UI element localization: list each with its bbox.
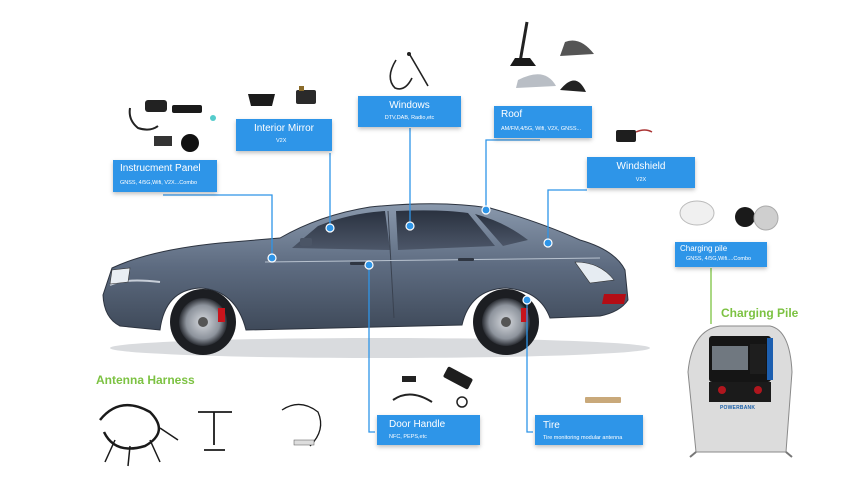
- connector-windshield: [547, 189, 587, 243]
- dot-door-handle: [364, 260, 374, 270]
- callout-windows: Windows DTV,DAB, Radio,etc: [358, 96, 461, 127]
- callout-title: Charging pile: [680, 244, 728, 253]
- connector-instrument-panel: [163, 194, 273, 258]
- callout-subtitle: GNSS, 4/5G,Wifi....Combo: [686, 256, 752, 262]
- callout-charging-pile: Charging pile GNSS, 4/5G,Wifi....Combo: [675, 242, 767, 267]
- callout-title: Interior Mirror: [254, 123, 315, 134]
- charging-pile-antennas: [679, 200, 779, 231]
- connector-roof: [485, 139, 540, 210]
- charging-pile-heading: Charging Pile: [721, 306, 799, 320]
- antenna-harness-heading: Antenna Harness: [96, 373, 195, 387]
- callout-title: Roof: [501, 109, 523, 120]
- callout-roof: Roof AM/FM,4/5G, Wifi, V2X, GNSS...: [494, 106, 592, 138]
- callout-title: Instrucment Panel: [120, 163, 201, 174]
- tire-antenna: [585, 397, 621, 403]
- connector-door-handle: [368, 265, 375, 433]
- dot-windows: [405, 221, 415, 231]
- dot-tire: [522, 295, 532, 305]
- callout-title: Door Handle: [389, 419, 446, 430]
- door-handle-antennas: [392, 366, 473, 408]
- windshield-antenna: [616, 129, 653, 142]
- callout-title: Windows: [389, 100, 430, 111]
- callout-subtitle: GNSS, 4/5G,Wifi, V2X...Combo: [120, 180, 198, 186]
- roof-antennas: [510, 21, 594, 92]
- charging-pile-illustration: [687, 325, 793, 458]
- instrument-panel-antennas: [128, 100, 216, 152]
- callout-windshield: Windshield V2X: [587, 157, 695, 188]
- callout-subtitle: DTV,DAB, Radio,etc: [384, 115, 435, 121]
- callout-subtitle: Tire monitoring modular antenna: [543, 435, 623, 441]
- callout-tire: Tire Tire monitoring modular antenna: [535, 415, 643, 445]
- callout-subtitle: NFC, PEPS,etc: [389, 434, 427, 440]
- callout-instrument-panel: Instrucment Panel GNSS, 4/5G,Wifi, V2X..…: [113, 160, 217, 192]
- callout-subtitle: V2X: [276, 138, 287, 144]
- harness-antennas: [99, 403, 322, 467]
- dot-roof: [481, 205, 491, 215]
- connector-tire: [526, 300, 533, 433]
- charger-brand-label: POWERBANK: [720, 405, 756, 411]
- callout-subtitle: V2X: [635, 177, 647, 183]
- dot-instrument-panel: [267, 253, 277, 263]
- callout-interior-mirror: Interior Mirror V2X: [236, 119, 332, 151]
- interior-mirror-antennas: [248, 86, 316, 106]
- callout-subtitle: AM/FM,4/5G, Wifi, V2X, GNSS...: [501, 126, 582, 132]
- dot-windshield: [543, 238, 553, 248]
- callout-title: Tire: [543, 420, 560, 431]
- callout-title: Windshield: [616, 161, 666, 172]
- windows-antennas: [389, 52, 429, 90]
- dot-interior-mirror: [325, 223, 335, 233]
- callout-door-handle: Door Handle NFC, PEPS,etc: [377, 415, 480, 445]
